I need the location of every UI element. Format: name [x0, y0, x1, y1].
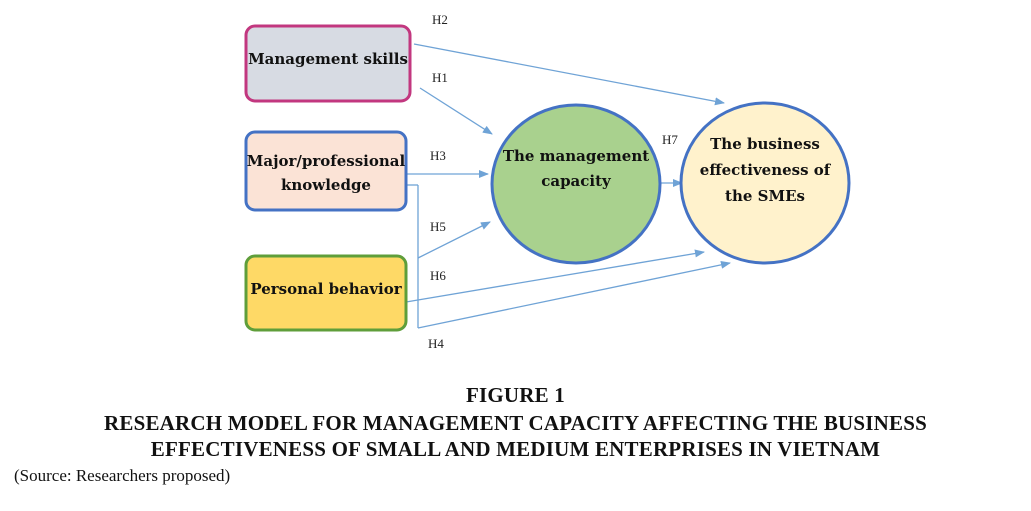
- management-skills-box: [244, 24, 412, 103]
- management-capacity-ellipse: [490, 103, 662, 265]
- knowledge-label-line-1: Major/professional: [247, 152, 406, 170]
- knowledge-box: [244, 130, 408, 212]
- node-knowledge: Major/professional knowledge: [244, 130, 408, 212]
- label-h2: H2: [432, 12, 448, 27]
- business-effectiveness-label-line-3: the SMEs: [725, 187, 805, 205]
- business-effectiveness-label-line-1: The business: [710, 135, 820, 153]
- business-effectiveness-label-line-2: effectiveness of: [700, 161, 832, 179]
- arrow-h2: [413, 43, 725, 106]
- arrow-h1: [419, 87, 493, 135]
- label-h5: H5: [430, 219, 446, 234]
- arrow-h5: [417, 221, 491, 259]
- figure-source: (Source: Researchers proposed): [14, 466, 231, 485]
- arrow-h6: [405, 249, 705, 303]
- label-h1: H1: [432, 70, 448, 85]
- management-skills-label: Management skills: [248, 50, 408, 68]
- knowledge-label-line-2: knowledge: [281, 176, 371, 194]
- figure-title-line-2: EFFECTIVENESS OF SMALL AND MEDIUM ENTERP…: [150, 437, 881, 461]
- label-h4: H4: [428, 336, 444, 351]
- personal-behavior-box: [244, 254, 408, 332]
- label-h3: H3: [430, 148, 446, 163]
- research-model-diagram: H2 H1 H3 H7 H5 H6 H4 Management skills M…: [244, 12, 851, 351]
- label-h7: H7: [662, 132, 678, 147]
- arrow-h4: [417, 260, 731, 329]
- management-capacity-label-line-1: The management: [503, 147, 649, 165]
- business-effectiveness-ellipse: [679, 101, 851, 265]
- node-business-effectiveness: The business effectiveness of the SMEs: [679, 101, 851, 265]
- node-personal-behavior: Personal behavior: [244, 254, 408, 332]
- personal-behavior-label: Personal behavior: [250, 280, 402, 298]
- node-management-skills: Management skills: [244, 24, 412, 103]
- management-capacity-label-line-2: capacity: [541, 172, 612, 190]
- label-h6: H6: [430, 268, 446, 283]
- figure-number: FIGURE 1: [465, 383, 566, 407]
- node-management-capacity: The management capacity: [490, 103, 662, 265]
- figure-title-line-1: RESEARCH MODEL FOR MANAGEMENT CAPACITY A…: [104, 411, 927, 435]
